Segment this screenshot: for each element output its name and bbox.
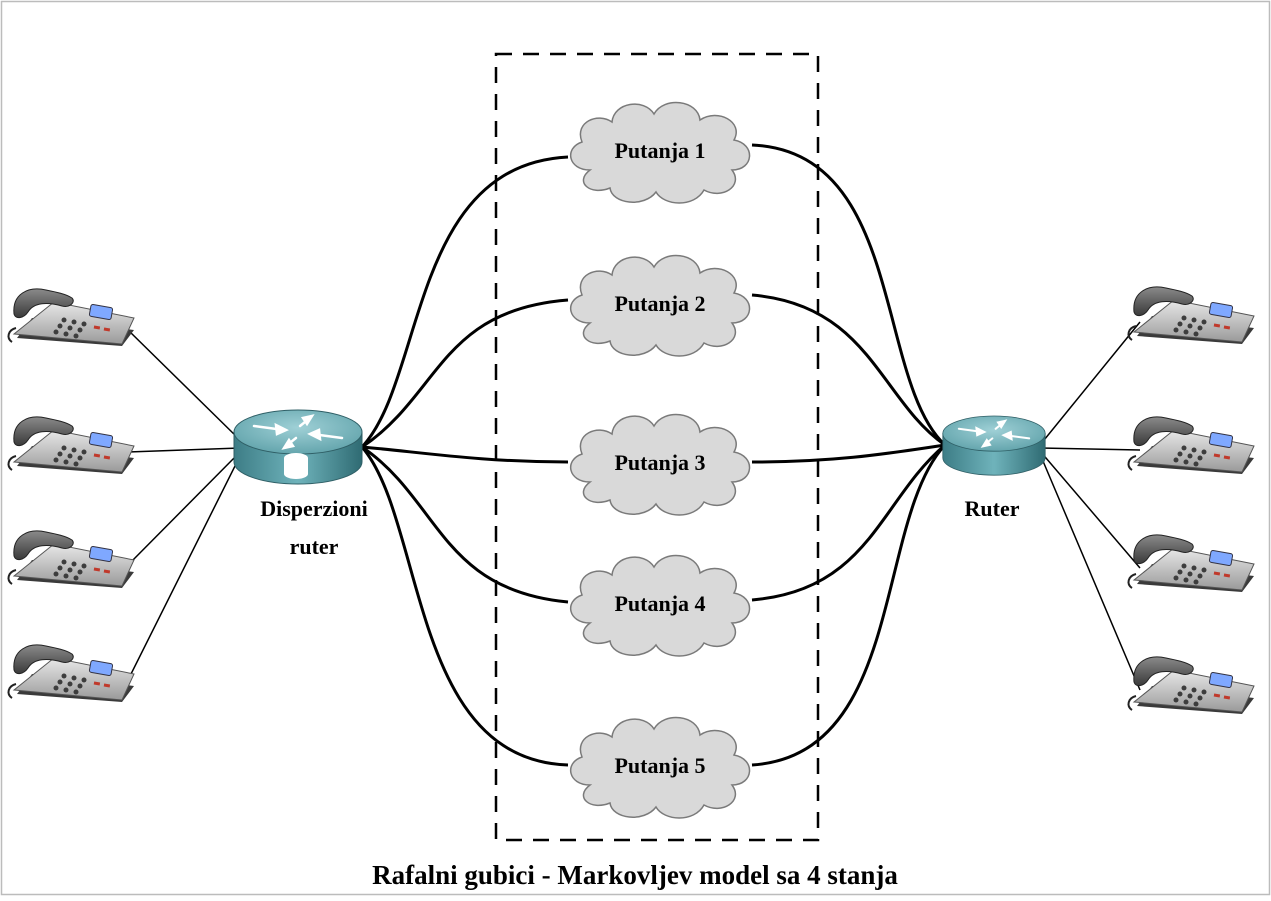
path-cloud-2: Putanja 2	[569, 254, 751, 357]
path-label: Putanja 4	[614, 591, 705, 616]
link-phone-r1	[1039, 321, 1141, 446]
link-left-path-5	[360, 446, 569, 767]
path-label: Putanja 2	[614, 291, 705, 316]
link-left-path-4	[361, 445, 569, 604]
link-phone-r4	[1039, 453, 1141, 691]
path-cloud-3: Putanja 3	[569, 413, 751, 516]
link-path-3-right	[751, 443, 946, 464]
link-phone-r3	[1039, 450, 1141, 569]
dispersion-router-icon	[232, 408, 364, 486]
link-path-2-right	[751, 293, 946, 447]
link-path-1-right	[751, 143, 947, 447]
router-label: Ruter	[965, 496, 1020, 521]
phone-links	[127, 321, 1141, 691]
path-label: Putanja 3	[614, 450, 705, 475]
link-phone-l1	[127, 329, 241, 441]
path-cloud-1: Putanja 1	[569, 101, 751, 204]
path-cloud-4: Putanja 4	[569, 554, 751, 657]
path-cloud-5: Putanja 5	[569, 716, 751, 819]
path-label: Putanja 5	[614, 753, 705, 778]
link-phone-l3	[127, 451, 241, 566]
link-phone-l2	[127, 447, 241, 453]
link-left-path-2	[361, 298, 569, 449]
path-group-box	[494, 52, 820, 842]
link-phone-r2	[1039, 447, 1141, 451]
link-path-5-right	[751, 443, 947, 767]
link-left-path-1	[360, 155, 569, 449]
link-path-4-right	[751, 443, 946, 602]
link-left-path-3	[361, 445, 569, 464]
link-phone-l4	[127, 455, 241, 681]
path-links	[360, 143, 947, 767]
diagram-caption: Rafalni gubici - Markovljev model sa 4 s…	[372, 860, 898, 890]
dispersion-router-label-line1: Disperzioni	[260, 496, 368, 521]
path-label: Putanja 1	[614, 138, 705, 163]
dispersion-router-label-line2: ruter	[290, 534, 339, 559]
router-icon	[941, 414, 1047, 477]
